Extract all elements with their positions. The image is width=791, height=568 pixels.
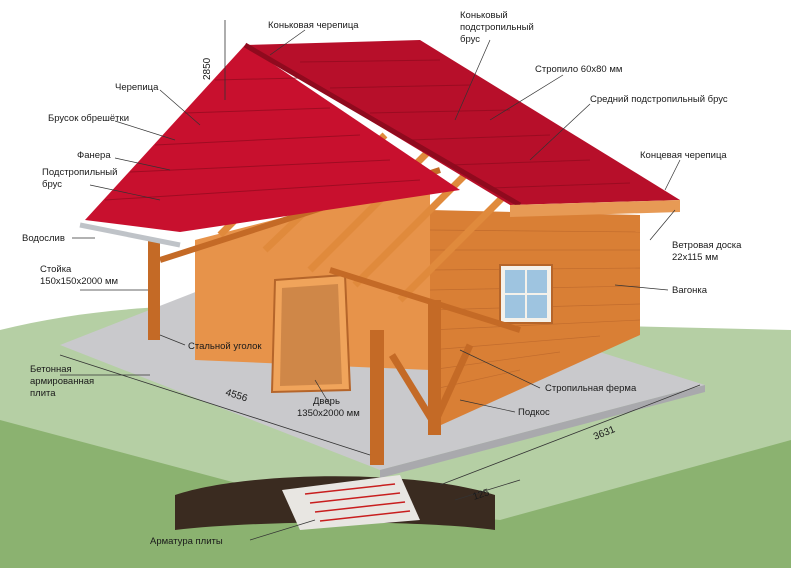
label-post-2: 150х150х2000 мм: [40, 276, 118, 287]
label-ridge-purlin-1: Коньковый: [460, 10, 508, 21]
label-tile: Черепица: [115, 82, 159, 93]
label-purlin-1: Подстропильный: [42, 167, 117, 178]
post-left: [148, 240, 160, 340]
label-drip: Водослив: [22, 233, 65, 244]
label-plywood: Фанера: [77, 150, 111, 161]
label-wind-board-1: Ветровая доска: [672, 240, 742, 251]
label-slab-2: армированная: [30, 376, 94, 387]
label-ridge-purlin-2: подстропильный: [460, 22, 534, 33]
label-post-1: Стойка: [40, 264, 72, 275]
label-door-2: 1350х2000 мм: [297, 408, 360, 419]
grass-front: [0, 420, 791, 568]
gutter: [79, 222, 181, 248]
label-ridge-tile: Коньковая черепица: [268, 20, 359, 31]
label-lining: Вагонка: [672, 285, 708, 296]
leader-lines: [60, 29, 681, 541]
truss-tie: [329, 267, 521, 333]
slab-edge: [380, 385, 705, 478]
label-truss: Стропильная ферма: [545, 383, 637, 394]
label-ridge-purlin-3: брус: [460, 34, 480, 45]
label-strut: Подкос: [518, 407, 550, 418]
depth-dim: 125: [472, 487, 492, 503]
label-rafter: Стропило 60х80 мм: [535, 64, 622, 75]
wind-board: [510, 200, 680, 217]
ridge: [243, 42, 522, 208]
foundation-pit: [282, 475, 420, 530]
roof-tile-rows: [104, 59, 631, 201]
roof-right: [245, 40, 680, 205]
label-door-1: Дверь: [313, 396, 340, 407]
label-end-tile: Концевая черепица: [640, 150, 727, 161]
label-slab-1: Бетонная: [30, 364, 72, 375]
post-front: [370, 330, 384, 465]
label-steel-angle: Стальной уголок: [188, 341, 262, 352]
label-rebar: Арматура плиты: [150, 536, 223, 547]
height-dim: 2850: [202, 57, 213, 80]
strut-left: [389, 353, 435, 422]
label-slab-3: плита: [30, 388, 56, 399]
strut-right: [432, 343, 474, 422]
label-mid-purlin: Средний подстропильный брус: [590, 94, 728, 105]
dimension-lines: [59, 20, 701, 501]
door-opening: [280, 284, 342, 386]
label-purlin-2: брус: [42, 179, 62, 190]
roof-left: [85, 45, 460, 232]
post-mid: [428, 300, 441, 435]
label-batten: Брусок обрешётки: [48, 113, 129, 124]
label-wind-board-2: 22х115 мм: [672, 252, 718, 263]
rebar-grid: [304, 483, 411, 522]
